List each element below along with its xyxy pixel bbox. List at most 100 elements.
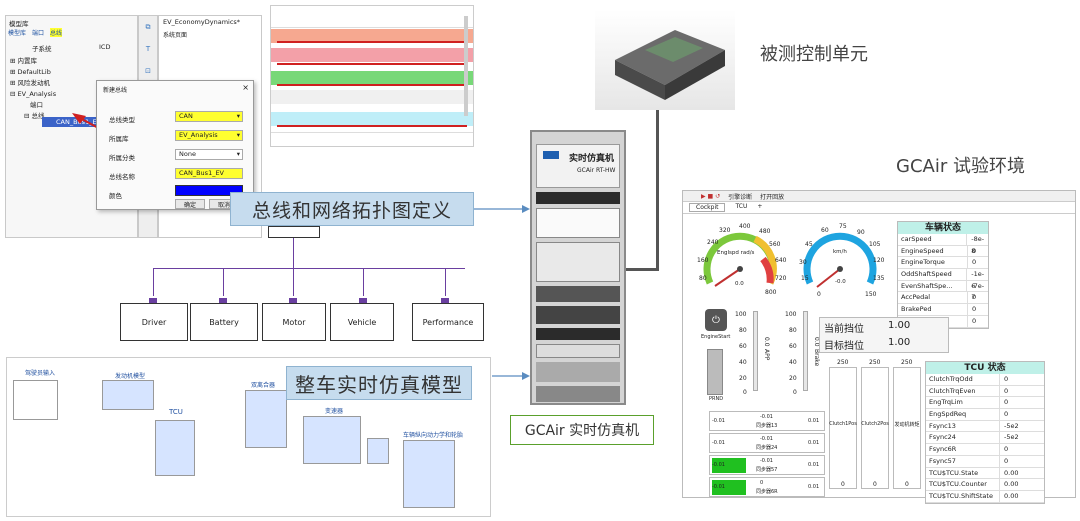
tcu-state-row: Fsync24-5e2 (926, 432, 1044, 445)
tool-icon[interactable]: ⊡ (145, 67, 151, 75)
gauge2-tick: 30 (799, 259, 807, 266)
add-tab-icon[interactable]: + (757, 203, 763, 210)
bar-gauge (893, 367, 921, 489)
tcu-state-row: Fsync13-5e2 (926, 420, 1044, 433)
toolbar-icons[interactable]: ▶ ■ ↺ (701, 192, 721, 200)
row-value: 0.00 (1004, 468, 1019, 477)
tab-port[interactable]: 端口 (32, 30, 45, 37)
engine-start-button[interactable]: ⏻ (705, 309, 727, 331)
dialog-labels: 总线类型 所属库 所属分类 总线名称 颜色 (109, 116, 135, 200)
node-motor[interactable]: Motor (262, 303, 326, 341)
node-performance[interactable]: Performance (412, 303, 484, 341)
row-key: EvenShaftSpe... (898, 280, 968, 292)
tree-item[interactable]: ⊞ 风险发动机 (10, 79, 51, 87)
sync-value: -0.01 (760, 414, 773, 420)
doc-subtab[interactable]: 系统页面 (163, 32, 188, 39)
vehicle-state-row: OddShaftSpeed-1e-6 (898, 269, 988, 290)
node-driver[interactable]: Driver (120, 303, 188, 341)
cockpit-tabs: Cockpit TCU + (689, 203, 762, 212)
tree-item[interactable]: ⊞ 内置库 (10, 57, 38, 65)
sync-value: -0.01 (760, 436, 773, 442)
block-transmission: 变速器 (325, 408, 344, 415)
ok-button[interactable]: 确定 (175, 199, 205, 209)
brake-slider[interactable] (803, 311, 808, 391)
caption-topology: 总线和网络拓扑图定义 (230, 192, 474, 226)
tool-icon[interactable]: ⧉ (145, 23, 151, 31)
block-driver-input: 驾驶员输入 (25, 370, 56, 377)
row-key: TCU$TCU.State (926, 467, 1000, 479)
target-gear-label: 目标挡位 (824, 341, 864, 352)
bus-name-field[interactable]: CAN_Bus1_EV (175, 168, 243, 179)
gauge2-tick: 0 (817, 291, 821, 298)
gauge2-value: -0.0 (835, 279, 846, 285)
vehicle-state-row: EvenShaftSpe...-7e-7 (898, 280, 988, 301)
block-vehicle-dynamics: 车辆纵向动力学和轮胎 (403, 432, 464, 439)
vehicle-state-row: carSpeed-8e-8 (898, 234, 988, 255)
tree-item[interactable]: 端口 (30, 101, 43, 109)
row-key: AccPedal (898, 292, 968, 304)
tree-item[interactable]: ⊟ 总线 (24, 112, 45, 120)
node-vehicle[interactable]: Vehicle (330, 303, 394, 341)
cockpit-window: ▶ ■ ↺ 引擎诊断 打开回放 Cockpit TCU + Englspd ra… (682, 190, 1076, 504)
prnd-lever[interactable] (707, 349, 723, 395)
gauge1-value: 0.0 (735, 281, 744, 287)
gauge1-tick: 560 (769, 241, 781, 248)
library-select[interactable]: EV_Analysis▾ (175, 130, 243, 141)
bus-item-selected[interactable]: CAN_Bus1_EV (42, 117, 102, 127)
slider-tick: 0 (793, 389, 797, 396)
tool-icon[interactable]: T (145, 45, 151, 53)
tcu-state-title: TCU 状态 (926, 362, 1044, 374)
row-value: 0.00 (1004, 491, 1019, 500)
sync-name: 同步器57 (756, 467, 778, 473)
tab-model-library[interactable]: 模型库 (8, 30, 27, 37)
bus-type-select[interactable]: CAN▾ (175, 111, 243, 122)
cockpit-toolbar: ▶ ■ ↺ 引擎诊断 打开回放 (683, 191, 1075, 202)
tab-cockpit[interactable]: Cockpit (689, 203, 726, 212)
slider-tick: 40 (789, 359, 797, 366)
gear-panel: 当前挡位 1.00 目标挡位 1.00 (819, 317, 949, 353)
vehicle-state-title: 车辆状态 (898, 222, 988, 234)
tree-item[interactable]: ⊟ EV_Analysis (10, 90, 57, 98)
caption-env: GCAir 试验环境 (896, 156, 1025, 177)
row-value: 0 (1004, 386, 1009, 395)
gauge2-tick: 15 (801, 275, 809, 282)
row-value: 0 (972, 316, 977, 325)
bar-gauge (861, 367, 889, 489)
gauge2-tick: 90 (857, 229, 865, 236)
gauge2-label: km/h (833, 249, 847, 255)
block-engine-model: 发动机模型 (115, 373, 146, 380)
category-select[interactable]: None▾ (175, 149, 243, 160)
app-slider[interactable] (753, 311, 758, 391)
row-value: -1e-6 (971, 270, 985, 290)
tree-list: ⊞ 内置库 ⊞ DefaultLib ⊞ 风险发动机 ⊟ EV_Analysis… (10, 56, 56, 122)
sync-min: -0.01 (712, 418, 725, 424)
row-value: 0 (972, 246, 977, 255)
gauge1-tick: 320 (719, 227, 731, 234)
engine-speed-gauge (703, 232, 777, 287)
slider-tick: 20 (789, 375, 797, 382)
color-picker[interactable] (175, 185, 243, 196)
tab-tcu[interactable]: TCU (735, 203, 748, 210)
sync-name: 同步器13 (756, 423, 778, 429)
row-key: carSpeed (898, 234, 968, 245)
tab-bus[interactable]: 总线 (50, 28, 63, 37)
simulator-rack: 实时仿真机 GCAir RT-HW (530, 130, 626, 405)
doc-tab[interactable]: EV_EconomyDynamics* (163, 18, 241, 26)
gauge1-tick: 640 (775, 257, 787, 264)
node-battery[interactable]: Battery (190, 303, 258, 341)
close-icon[interactable]: × (242, 83, 249, 92)
bus-node (268, 226, 320, 238)
toolbar-replay[interactable]: 打开回放 (760, 193, 785, 201)
toolbar-engine-diag[interactable]: 引擎诊断 (728, 193, 753, 201)
ecu-image (595, 10, 735, 110)
tree-item[interactable]: ⊞ DefaultLib (10, 68, 51, 76)
